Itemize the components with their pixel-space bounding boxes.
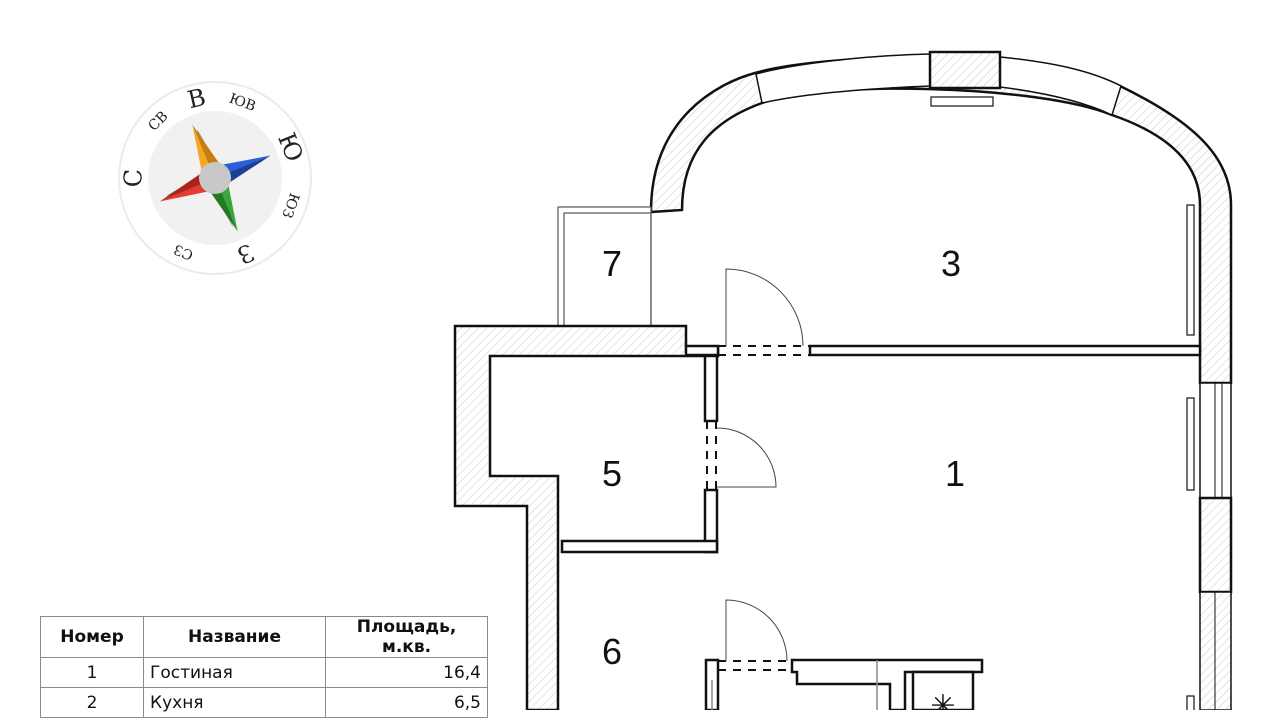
partition-3-1-stub [684, 344, 720, 357]
cell-name: Гостиная [143, 657, 326, 688]
arch-window-right [999, 56, 1122, 117]
room-label-1: 1 [945, 453, 965, 494]
compass-needles [159, 124, 271, 232]
compass-label-7: СЗ [172, 240, 196, 262]
partition-3-1 [808, 344, 1202, 357]
radiator [930, 96, 994, 107]
radiator-right-lower [1186, 397, 1195, 491]
cell-number: 1 [40, 657, 144, 688]
cell-area: 16,4 [325, 657, 488, 688]
table-header-row: Номер Название Площадь, м.кв. [40, 616, 488, 658]
doors [716, 268, 804, 662]
header-name: Название [143, 616, 326, 658]
door-room-5 [716, 427, 777, 488]
vent-symbol-icon: ✳ [930, 690, 955, 710]
door-lower [725, 599, 788, 662]
cell-area: 6,5 [325, 687, 488, 718]
door-room-3 [725, 268, 804, 347]
room-label-3: 3 [941, 243, 961, 284]
radiator-right-wall [1186, 204, 1195, 336]
compass-hub [199, 162, 231, 194]
table-row: 1 Гостиная 16,4 [40, 657, 488, 688]
left-outer-wall [453, 324, 720, 710]
compass-label-2: В [185, 83, 208, 114]
cell-name: Кухня [143, 687, 326, 718]
partition-5-1-top [703, 354, 719, 423]
partition-5-6 [560, 539, 719, 554]
arch-pier [928, 50, 1002, 90]
walls [453, 50, 1233, 710]
partition-lower-right [790, 658, 984, 710]
room-label-7: 7 [602, 243, 622, 284]
header-number: Номер [40, 616, 144, 658]
cell-number: 2 [40, 687, 144, 718]
vent-shaft [911, 670, 975, 710]
room-table: Номер Название Площадь, м.кв. 1 Гостиная… [40, 616, 488, 718]
radiator-right-bottom [1186, 695, 1195, 710]
room-label-6: 6 [602, 631, 622, 672]
room-label-5: 5 [602, 453, 622, 494]
room-labels: 7 3 5 1 6 ✳ [602, 243, 965, 710]
arch-window-left [755, 53, 931, 104]
table-row: 2 Кухня 6,5 [40, 687, 488, 718]
header-area: Площадь, м.кв. [325, 616, 488, 658]
balcony-7-frame [557, 206, 652, 327]
right-wall-pier [1198, 496, 1233, 594]
compass-label-0: С [120, 169, 148, 187]
